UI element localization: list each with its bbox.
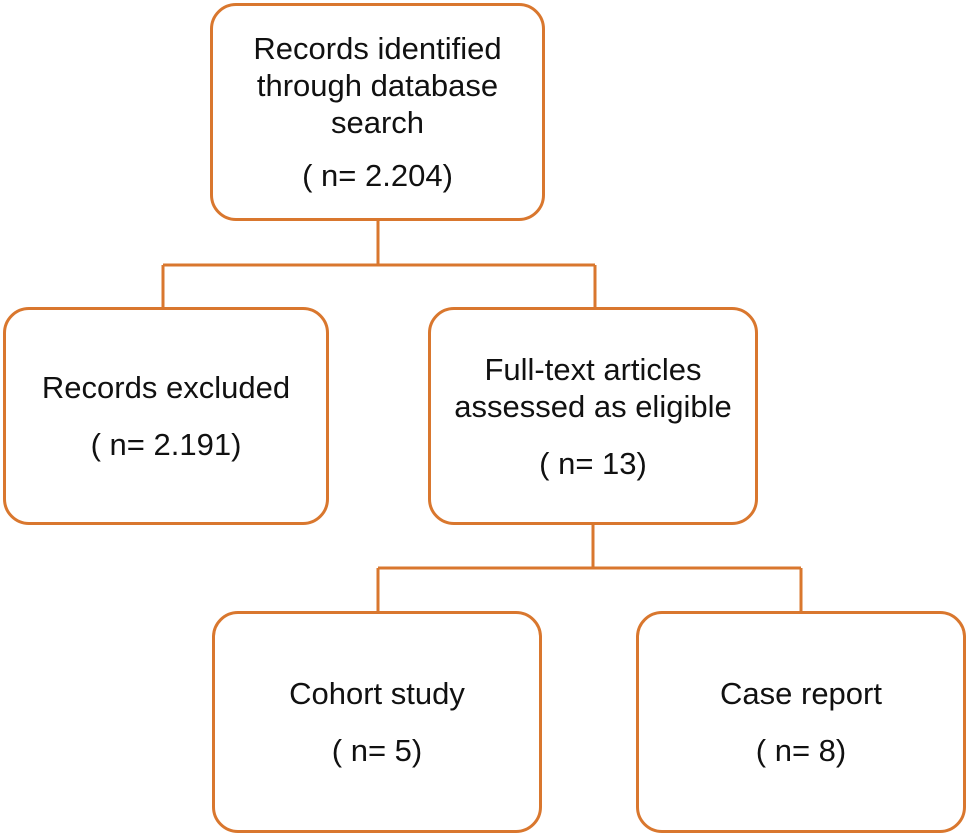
full-text-eligible-line-1: Full-text articles: [484, 351, 702, 387]
case-report-count: ( n= 8): [755, 733, 847, 768]
records-identified-box: Records identified through database sear…: [210, 3, 545, 221]
case-report-label: Case report: [720, 676, 882, 711]
connector-bottom: [376, 522, 803, 612]
connector-top: [161, 220, 597, 308]
records-identified-line-2: through database: [256, 68, 499, 103]
records-excluded-count: ( n= 2.191): [90, 427, 242, 462]
records-identified-count: ( n= 2.204): [302, 158, 453, 193]
case-report-box: Case report ( n= 8): [636, 611, 966, 833]
cohort-study-label: Cohort study: [289, 676, 465, 711]
records-excluded-label: Records excluded: [41, 370, 291, 405]
records-identified-line-1: Records identified: [253, 31, 502, 66]
full-text-eligible-count: ( n= 13): [539, 445, 647, 481]
full-text-eligible-line-2: assessed as eligible: [454, 388, 732, 424]
records-identified-line-3: search: [330, 105, 425, 140]
cohort-study-count: ( n= 5): [331, 733, 423, 768]
full-text-eligible-box: Full-text articles assessed as eligible …: [428, 307, 758, 525]
cohort-study-box: Cohort study ( n= 5): [212, 611, 542, 833]
records-excluded-box: Records excluded ( n= 2.191): [3, 307, 329, 525]
